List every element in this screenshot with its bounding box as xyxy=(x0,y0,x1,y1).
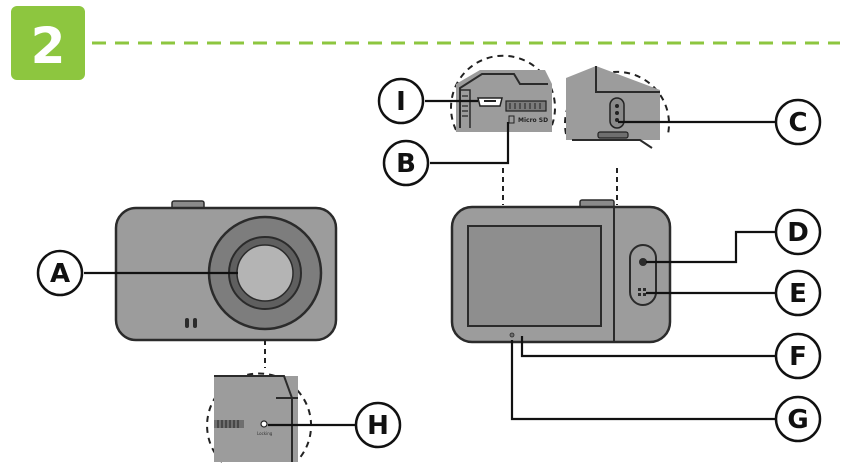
callout-G: G xyxy=(774,395,822,443)
usb-port-icon xyxy=(477,97,503,107)
callout-C: C xyxy=(774,98,822,146)
reset-hole-icon xyxy=(260,420,268,428)
callout-A: A xyxy=(36,249,84,297)
callout-I: I xyxy=(377,77,425,125)
svg-text:H: H xyxy=(367,411,389,441)
svg-text:I: I xyxy=(396,87,406,117)
callout-D: D xyxy=(774,208,822,256)
bottom-detail-view: Locking xyxy=(206,372,313,463)
front-camera-view xyxy=(114,200,338,342)
svg-text:D: D xyxy=(787,218,809,248)
reset-label: Locking xyxy=(257,431,273,436)
step-number: 2 xyxy=(31,17,66,75)
sd-slot-icon xyxy=(505,100,547,112)
speaker-grille-icon xyxy=(214,420,244,428)
callout-B: B xyxy=(382,139,430,187)
port-detail-view: Micro SD xyxy=(450,54,556,132)
micro-sd-label: Micro SD xyxy=(518,117,548,124)
svg-text:A: A xyxy=(50,259,70,289)
side-button-icon xyxy=(609,97,625,129)
callout-H: H xyxy=(354,401,402,449)
microphone-slot-icon xyxy=(185,318,197,328)
menu-button-icon xyxy=(638,288,646,296)
lcd-screen xyxy=(467,225,602,327)
side-detail-view xyxy=(564,66,670,149)
svg-text:E: E xyxy=(789,279,807,309)
indicator-light-icon xyxy=(509,332,515,338)
svg-text:F: F xyxy=(789,342,807,372)
back-camera-view xyxy=(450,199,672,344)
callout-F: F xyxy=(774,332,822,380)
step-badge: 2 xyxy=(11,6,85,80)
svg-text:B: B xyxy=(396,149,416,179)
callout-E: E xyxy=(774,269,822,317)
leader-lines xyxy=(84,99,775,427)
svg-text:C: C xyxy=(788,108,807,138)
record-button-icon xyxy=(639,258,647,266)
lens-glass xyxy=(236,244,294,302)
svg-text:G: G xyxy=(787,405,808,435)
